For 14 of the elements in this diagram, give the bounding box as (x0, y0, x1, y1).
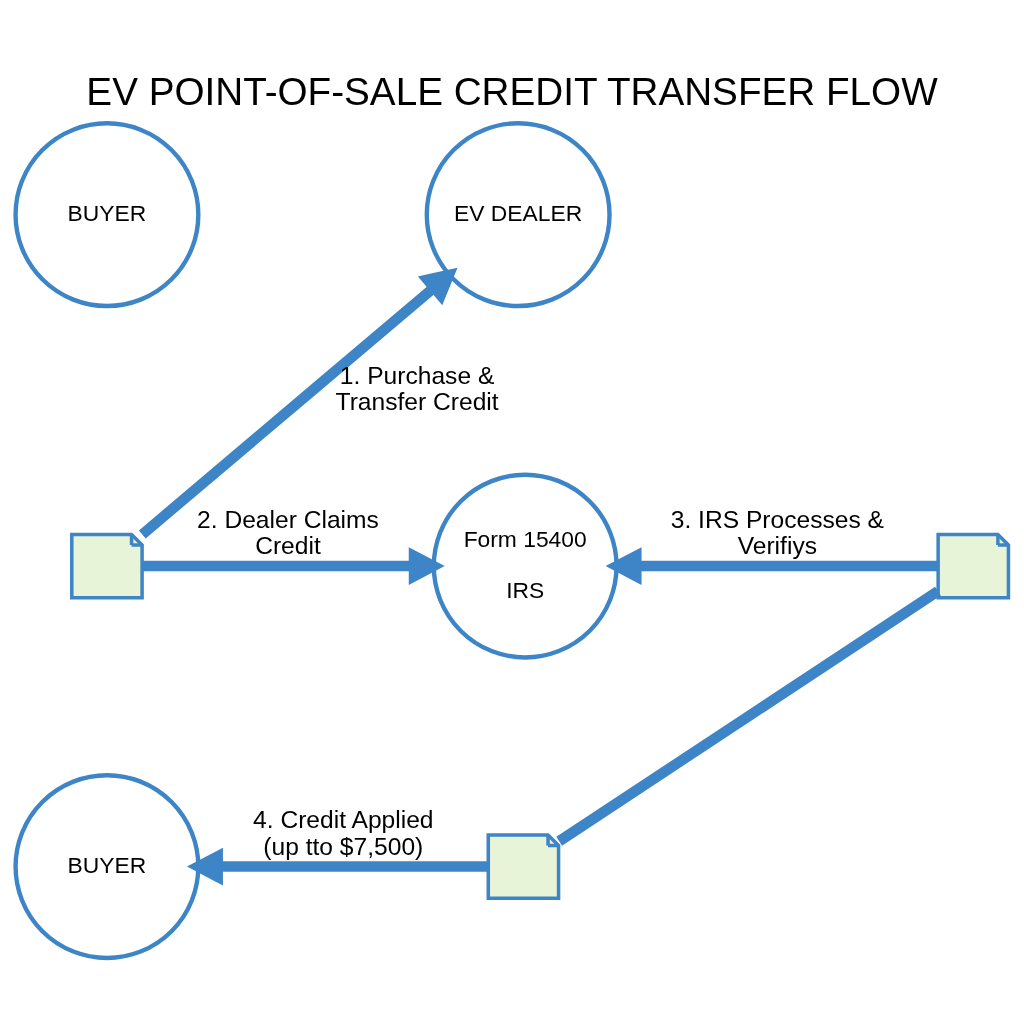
diagram-title: EV POINT-OF-SALE CREDIT TRANSFER FLOW (86, 69, 938, 113)
arrow (138, 267, 458, 538)
arrow (142, 546, 445, 585)
connector (556, 586, 941, 846)
edge-label: 4. Credit Applied (up tto $7,500) (253, 805, 434, 860)
arrow (605, 546, 938, 585)
arrow (187, 847, 488, 885)
edge-label: 3. IRS Processes & Verifiys (670, 505, 884, 559)
node-circle: EV DEALER (424, 120, 612, 308)
node-circle: BUYER (13, 772, 201, 960)
edge-label: 2. Dealer Claims Credit (197, 505, 379, 559)
node-circle: Form 15400 IRS (431, 472, 619, 660)
edge-label: 1. Purchase & Transfer Credit (335, 361, 499, 415)
node-circle: BUYER (13, 120, 201, 308)
